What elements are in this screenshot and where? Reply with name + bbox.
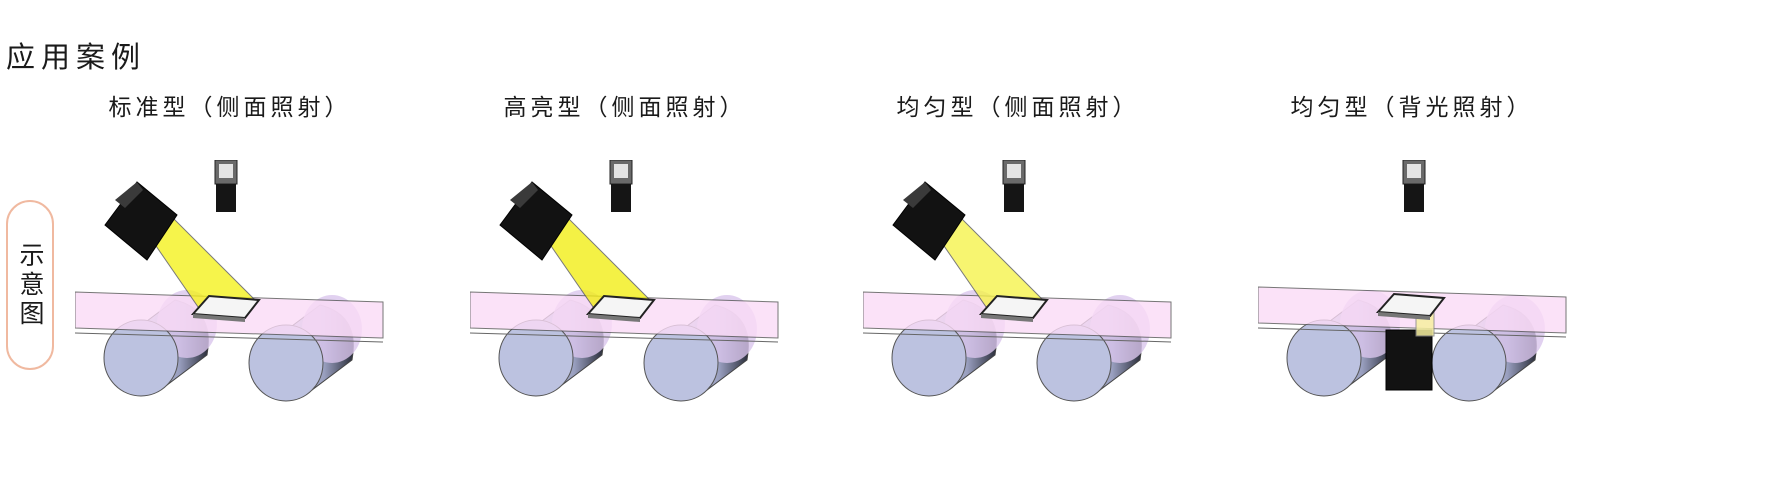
panel-title-highbright-side: 高亮型（侧面照射）: [503, 95, 747, 121]
workpiece-edge: [1378, 312, 1430, 320]
workpiece-edge: [588, 314, 640, 322]
camera-lens: [1404, 184, 1424, 212]
camera-icon: [609, 160, 633, 212]
camera-icon: [1402, 160, 1426, 212]
camera-lens: [611, 184, 631, 212]
camera-icon: [1002, 160, 1026, 212]
light-source-top: [903, 182, 931, 208]
workpiece: [585, 294, 656, 320]
belt-edge: [75, 332, 384, 343]
camera-icon: [214, 160, 238, 212]
workpiece-edge: [193, 314, 245, 322]
light-source-top: [115, 182, 143, 208]
panel-title-standard-side: 标准型（侧面照射）: [108, 95, 352, 121]
light-source-top: [510, 182, 538, 208]
roller-face: [248, 324, 324, 402]
side-label: 示意图: [16, 241, 45, 329]
side-label-tag: 示意图: [6, 200, 54, 370]
diagram-svg: [75, 160, 384, 402]
panel-title-uniform-side: 均匀型（侧面照射）: [896, 95, 1140, 121]
diagram-standard-side: [75, 160, 435, 460]
diagram-highbright-side: [470, 160, 830, 460]
camera-label: [614, 164, 628, 178]
belt-edge: [470, 332, 779, 343]
camera-label: [1407, 164, 1421, 178]
diagram-svg: [863, 160, 1172, 402]
diagram-svg: [1258, 160, 1567, 402]
diagram-uniform-side: [863, 160, 1223, 460]
camera-lens: [1004, 184, 1024, 212]
page-title: 应用案例: [6, 40, 147, 74]
camera-label: [219, 164, 233, 178]
camera-label: [1007, 164, 1021, 178]
panel-title-uniform-back: 均匀型（背光照射）: [1290, 95, 1534, 121]
roller-face: [1431, 324, 1507, 402]
camera-lens: [216, 184, 236, 212]
workpiece: [190, 294, 261, 320]
workpiece: [1375, 292, 1446, 318]
workpiece: [978, 294, 1049, 320]
workpiece-edge: [981, 314, 1033, 322]
backlight-source-icon: [1385, 329, 1433, 391]
roller-face: [643, 324, 719, 402]
roller-face: [1286, 319, 1362, 397]
belt-edge: [863, 332, 1172, 343]
diagram-uniform-back: [1258, 160, 1618, 460]
roller-face: [1036, 324, 1112, 402]
diagram-svg: [470, 160, 779, 402]
